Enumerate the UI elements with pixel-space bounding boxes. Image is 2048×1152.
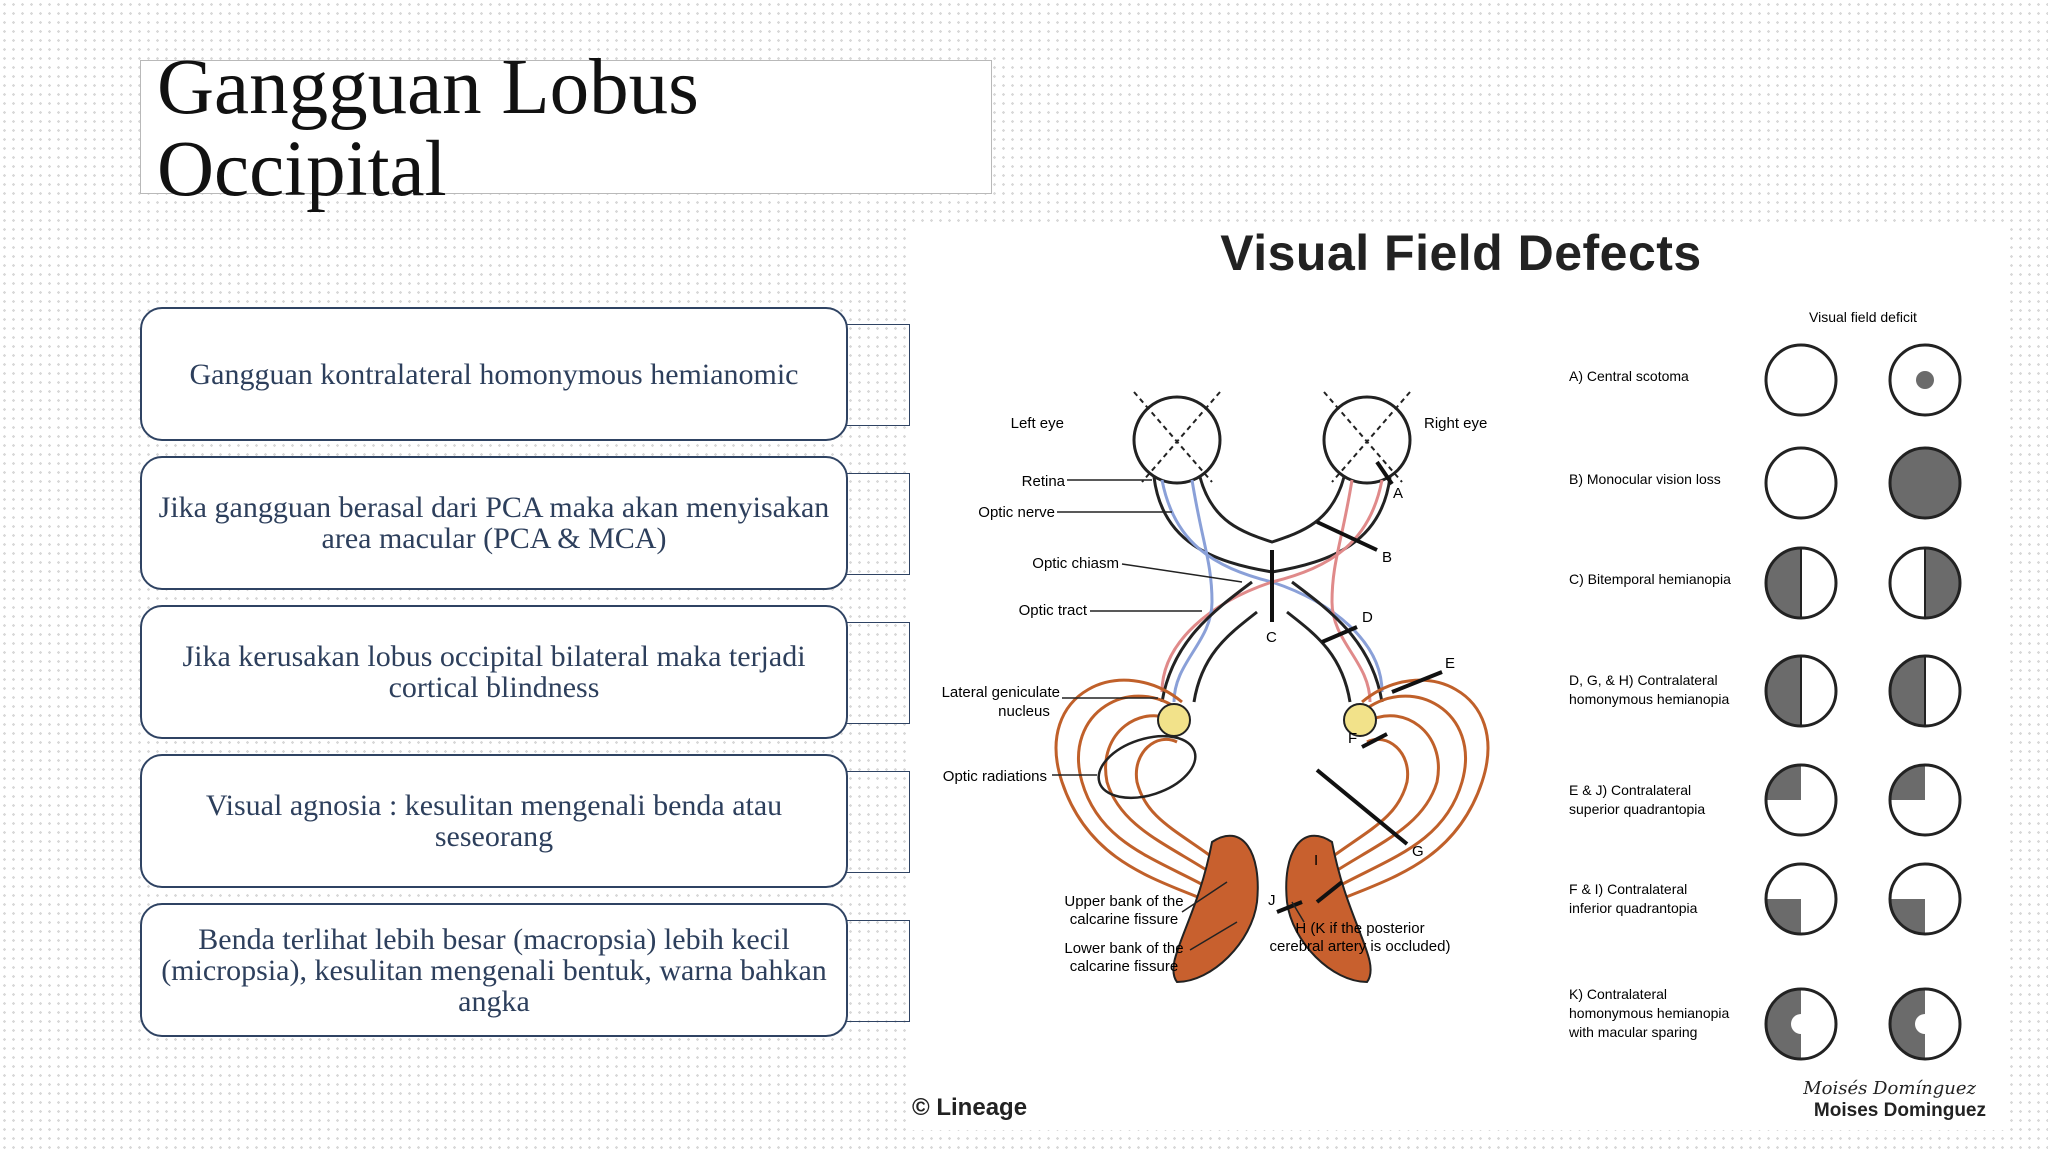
item-text-4: Visual agnosia : kesulitan mengenali ben… xyxy=(205,789,783,853)
connector-2 xyxy=(846,473,910,575)
deficit-d-right-shade xyxy=(1890,656,1925,726)
deficit-header: Visual field deficit xyxy=(1809,309,1917,325)
deficit-k-label-2: homonymous hemianopia xyxy=(1569,1005,1730,1021)
label-upper-bank-line-2: calcarine fissure xyxy=(1070,911,1178,928)
connector-5 xyxy=(846,920,910,1022)
label-upper-bank-line-1: Upper bank of the xyxy=(1064,893,1183,910)
item-text-5: Benda terlihat lebih besar (macropsia) l… xyxy=(161,922,827,1018)
label-optic-radiations: Optic radiations xyxy=(943,768,1047,785)
deficit-f-right-shade xyxy=(1890,899,1925,934)
slide-title: Gangguan Lobus Occipital xyxy=(157,47,699,211)
deficit-f-left-field xyxy=(1764,862,1838,936)
label-retina: Retina xyxy=(1022,473,1066,490)
deficit-row-f: F & I) Contralateral inferior quadrantop… xyxy=(1569,862,1962,936)
label-right-eye: Right eye xyxy=(1424,415,1487,432)
deficit-k-left-shade xyxy=(1766,989,1801,1059)
deficit-e-right-shade xyxy=(1890,765,1925,800)
deficit-k-left-field xyxy=(1764,987,1838,1061)
deficit-k-right-shade xyxy=(1890,989,1925,1059)
right-eye-shape xyxy=(1322,391,1412,485)
deficit-row-e: E & J) Contralateral superior quadrantop… xyxy=(1569,763,1962,837)
item-text-2: Jika gangguan berasal dari PCA maka akan… xyxy=(158,491,830,555)
label-left-eye: Left eye xyxy=(1011,415,1064,432)
deficit-f-label-1: F & I) Contralateral xyxy=(1569,881,1687,897)
deficit-d-label-2: homonymous hemianopia xyxy=(1569,691,1730,707)
deficit-f-label-2: inferior quadrantopia xyxy=(1569,900,1698,916)
label-lgn-line-1: Lateral geniculate xyxy=(942,684,1060,701)
deficit-f-right-field xyxy=(1888,862,1962,936)
connector-1 xyxy=(846,324,910,426)
deficit-e-right-field xyxy=(1888,763,1962,837)
label-optic-nerve: Optic nerve xyxy=(978,504,1055,521)
title-line-2: Occipital xyxy=(157,126,447,213)
signature: Moisés Domínguez xyxy=(1803,1078,1976,1099)
leader-lines xyxy=(1052,479,1305,951)
visual-pathway-diagram: Left eye Right eye Retina Optic nerve Op… xyxy=(942,309,1962,1061)
right-lgn-shape xyxy=(1343,703,1377,737)
title-line-1: Gangguan Lobus xyxy=(157,44,699,131)
visual-field-figure: Visual Field Defects xyxy=(912,222,2010,1130)
occipital-cortex-shape xyxy=(1172,834,1372,984)
label-lower-bank-line-1: Lower bank of the xyxy=(1064,940,1183,957)
deficit-row-b: B) Monocular vision loss xyxy=(1569,446,1962,520)
letter-d: D xyxy=(1362,609,1373,626)
deficit-c-label: C) Bitemporal hemianopia xyxy=(1569,571,1731,587)
deficit-k-right-field xyxy=(1888,987,1962,1061)
item-box-3: Jika kerusakan lobus occipital bilateral… xyxy=(140,605,848,739)
item-text-3: Jika kerusakan lobus occipital bilateral… xyxy=(182,640,806,704)
letter-e: E xyxy=(1445,655,1455,672)
deficit-a-scotoma xyxy=(1916,371,1934,389)
item-box-4: Visual agnosia : kesulitan mengenali ben… xyxy=(140,754,848,888)
connector-4 xyxy=(846,771,910,873)
deficit-d-label-1: D, G, & H) Contralateral xyxy=(1569,672,1718,688)
deficit-c-left-shade xyxy=(1766,548,1801,618)
item-box-5: Benda terlihat lebih besar (macropsia) l… xyxy=(140,903,848,1037)
item-box-2: Jika gangguan berasal dari PCA maka akan… xyxy=(140,456,848,590)
deficit-row-k: K) Contralateral homonymous hemianopia w… xyxy=(1568,986,1962,1061)
optic-radiations xyxy=(1054,678,1490,914)
item-text-1: Gangguan kontralateral homonymous hemian… xyxy=(189,357,799,391)
deficit-e-left-field xyxy=(1764,763,1838,837)
letter-a: A xyxy=(1393,485,1403,502)
label-optic-tract: Optic tract xyxy=(1019,602,1088,619)
letter-c: C xyxy=(1266,629,1277,646)
author-name: Moises Dominguez xyxy=(1813,1100,1986,1121)
label-h-line-2: cerebral artery is occluded) xyxy=(1270,938,1451,955)
deficit-k-label-1: K) Contralateral xyxy=(1569,986,1667,1002)
connector-3 xyxy=(846,622,910,724)
left-eye-shape xyxy=(1132,391,1222,485)
deficit-k-label-3: with macular sparing xyxy=(1568,1024,1697,1040)
deficit-c-right-shade xyxy=(1925,548,1960,618)
deficit-e-label-1: E & J) Contralateral xyxy=(1569,782,1691,798)
title-box: Gangguan Lobus Occipital xyxy=(140,47,992,211)
letter-j: J xyxy=(1268,892,1276,909)
deficit-a-label: A) Central scotoma xyxy=(1569,368,1689,384)
label-lgn-line-2: nucleus xyxy=(998,703,1050,720)
letter-g: G xyxy=(1412,843,1424,860)
label-lower-bank-line-2: calcarine fissure xyxy=(1070,958,1178,975)
copyright-lineage: © Lineage xyxy=(912,1094,1028,1121)
deficit-row-c: C) Bitemporal hemianopia xyxy=(1569,546,1962,620)
deficit-f-left-shade xyxy=(1766,899,1801,934)
lesion-markers xyxy=(1270,460,1443,914)
letter-i: I xyxy=(1314,852,1318,869)
label-h-line-1: H (K if the posterior xyxy=(1295,920,1424,937)
deficit-a-left-field xyxy=(1764,343,1838,417)
deficit-row-d: D, G, & H) Contralateral homonymous hemi… xyxy=(1569,654,1962,728)
deficit-b-left-field xyxy=(1764,446,1838,520)
deficit-b-label: B) Monocular vision loss xyxy=(1569,471,1721,487)
label-optic-chiasm: Optic chiasm xyxy=(1032,555,1119,572)
letter-b: B xyxy=(1382,549,1392,566)
letter-f: F xyxy=(1348,730,1357,747)
deficit-e-left-shade xyxy=(1766,765,1801,800)
deficit-row-a: A) Central scotoma xyxy=(1569,343,1962,417)
left-lgn-shape xyxy=(1157,703,1191,737)
deficit-d-left-shade xyxy=(1766,656,1801,726)
item-box-1: Gangguan kontralateral homonymous hemian… xyxy=(140,307,848,441)
deficit-e-label-2: superior quadrantopia xyxy=(1569,801,1705,817)
figure-title: Visual Field Defects xyxy=(1220,225,1702,281)
deficit-b-right-field xyxy=(1888,446,1962,520)
